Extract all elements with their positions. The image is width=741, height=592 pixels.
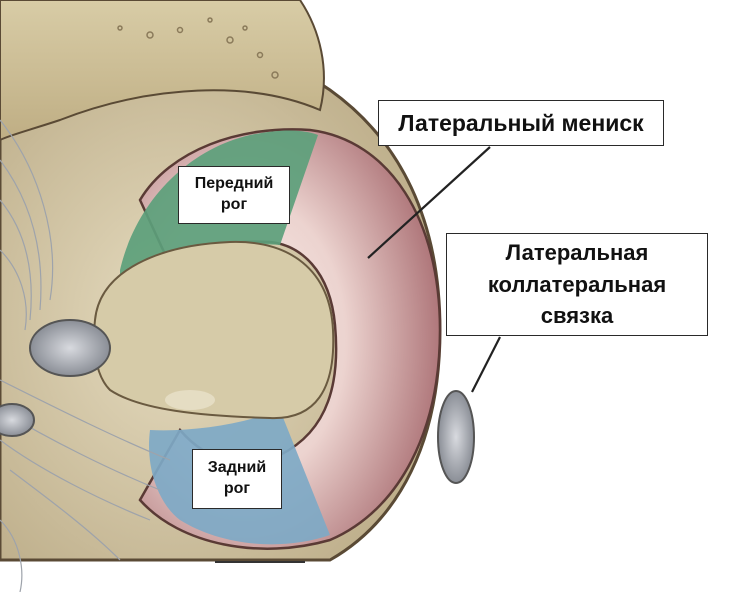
cut-ligament-end-lower (0, 403, 35, 437)
femur-condyle (0, 0, 325, 142)
lateral-collateral-ligament-end (437, 390, 475, 484)
label-anterior-horn: Передний рог (178, 166, 290, 224)
pointer-line-meniscus (367, 146, 491, 259)
cut-ligament-end-left (29, 319, 111, 377)
label-lateral-collateral-ligament: Латеральная коллатеральная связка (446, 233, 708, 336)
bone-texture (117, 17, 279, 79)
label-posterior-horn: Задний рог (192, 449, 282, 509)
articular-cartilage (92, 240, 335, 420)
label-lateral-meniscus: Латеральный мениск (378, 100, 664, 146)
pointer-line-lcl (471, 336, 501, 393)
